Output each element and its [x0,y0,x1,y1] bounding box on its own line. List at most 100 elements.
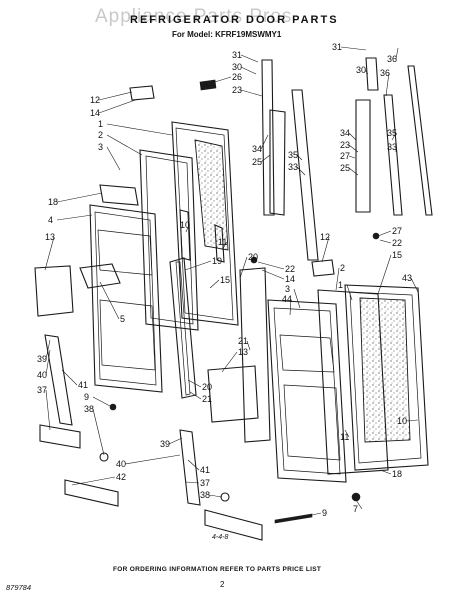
callout-18: 18 [392,469,402,479]
callout-leader-21 [189,391,202,400]
callout-leader-27 [348,155,356,159]
callout-30: 30 [232,62,242,72]
callout-labels: 3130262312141231841353425353310111915202… [37,42,419,518]
freezer-liner-upper-recess [97,229,153,276]
freezer-channel-inner-edge [175,261,191,396]
callout-10: 10 [397,416,407,426]
callout-31: 31 [232,50,242,60]
fresh-food-liner-lower-recess [283,384,341,461]
callout-leader-2 [335,267,340,291]
callout-leader-43 [410,277,419,293]
callout-leader-12 [321,236,330,263]
hinge-plate [199,79,217,91]
callout-39: 39 [37,354,47,364]
callout-leader-34 [260,134,269,150]
freezer-vertical-channel [169,257,197,399]
callout-9: 9 [322,508,327,518]
callout-27: 27 [340,151,350,161]
freezer-outer-door-panel [171,121,239,326]
fresh-food-door-stop [351,492,361,502]
callout-7: 7 [353,504,358,514]
callout-2: 2 [98,130,103,140]
callout-9: 9 [84,392,89,402]
callout-26: 26 [232,72,242,82]
diagram-title: REFRIGERATOR DOOR PARTS [130,14,339,26]
fresh-food-shelf-support-rail [179,429,201,506]
diagram-subtitle: For Model: KFRF19MSWMY1 [172,30,282,39]
freezer-door-shelf-upper [34,265,74,317]
callout-leader-26 [204,76,232,86]
callout-15: 15 [392,250,402,260]
callout-leader-11 [344,429,350,438]
callout-leader-2 [106,134,143,156]
callout-41: 41 [200,465,210,475]
callout-leader-13 [221,351,238,373]
callout-leader-18 [56,192,103,203]
callout-leader-1 [346,284,353,301]
freezer-trim-strip [179,209,191,261]
callout-3: 3 [98,142,103,152]
callout-leader-31 [240,54,259,63]
watermark-logo: Appliance Parts Pros [95,6,293,27]
callout-leader-35 [296,154,303,161]
callout-31: 31 [332,42,342,52]
freezer-handle [291,89,319,261]
freezer-door-stop [214,224,225,263]
fresh-food-foam-insulation [359,297,411,443]
callout-25: 25 [340,163,350,173]
callout-leader-15 [209,279,220,289]
callout-22: 22 [285,264,295,274]
callout-21: 21 [238,336,248,346]
callout-leader-25 [260,154,271,163]
callout-11: 11 [218,237,227,247]
freezer-cap [99,452,109,462]
callout-42: 42 [116,472,126,482]
freezer-door-assembly [34,59,319,507]
freezer-handle-bracket [269,109,286,216]
callout-38: 38 [200,490,210,500]
callout-leader-42 [71,476,116,486]
callout-37: 37 [37,385,47,395]
fresh-food-door-panel-inner-edge [349,291,422,464]
freezer-foam-insulation [194,139,229,251]
callout-35: 35 [387,128,397,138]
freezer-door-gasket [139,149,199,331]
callout-leader-27 [377,230,392,237]
callout-2: 2 [340,263,345,273]
freezer-gasket-inner-edge [145,155,194,325]
callout-leader-37 [45,389,51,431]
callout-13: 13 [238,347,248,357]
fresh-food-handle [407,65,433,216]
callout-leader-20 [239,256,248,279]
fresh-food-vertical-channel [239,267,271,443]
freezer-shelf-rail-lower [39,424,81,449]
breaker-strip [99,184,139,206]
callout-leader-40 [45,349,51,376]
callout-leader-40 [124,454,181,465]
callout-44: 44 [282,294,292,304]
callout-leader-1 [106,123,173,136]
callout-leader-38 [92,408,105,456]
callout-34: 34 [340,128,350,138]
callout-leader-35 [391,132,397,141]
fresh-food-liner-inner-edge [273,307,341,475]
callout-leader-10 [185,224,190,233]
callout-39: 39 [160,439,170,449]
handwritten-note: 4-4-8 [212,534,229,541]
callout-12: 12 [320,232,330,242]
fresh-food-outer-door-panel [344,284,429,471]
callout-23: 23 [340,140,350,150]
freezer-liner-lower-recess [99,299,156,371]
callout-leader-33 [296,166,306,176]
callout-13: 13 [45,232,55,242]
fresh-food-inner-door-liner [267,299,347,483]
fresh-food-door-gasket [317,289,389,475]
callout-40: 40 [116,459,126,469]
callout-1: 1 [98,119,103,129]
callout-leader-36 [385,72,390,97]
callout-30: 30 [356,65,366,75]
fresh-food-upper-hinge [365,57,379,91]
callout-14: 14 [285,274,295,284]
callout-leader-39 [45,339,51,360]
